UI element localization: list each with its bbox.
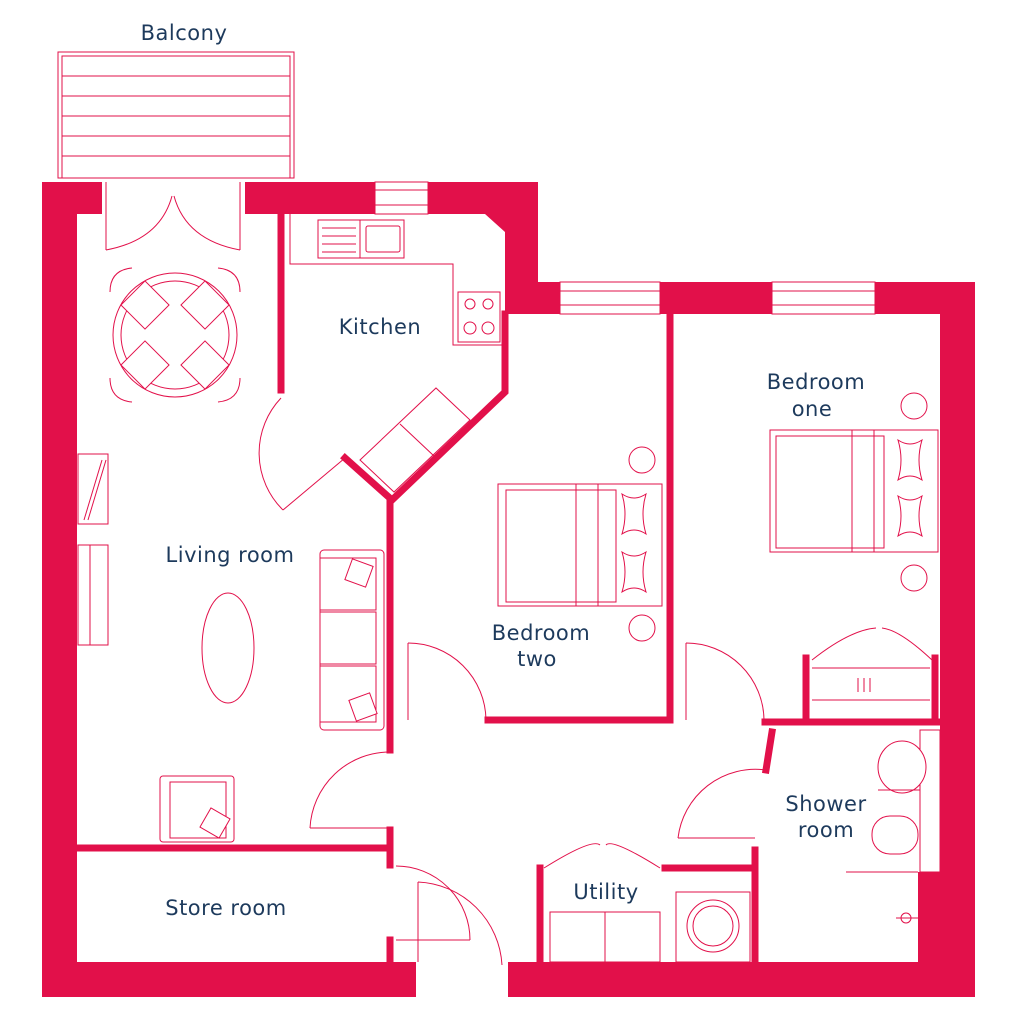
- wall-bottom-left: [42, 962, 416, 997]
- label-living-room: Living room: [166, 543, 295, 567]
- label-balcony: Balcony: [141, 21, 228, 45]
- windows: [374, 181, 876, 315]
- label-bedroom-one-2: one: [792, 397, 833, 421]
- wall-kitchen-corner: [485, 182, 538, 282]
- wall-top-left: [42, 182, 102, 214]
- room-labels: Balcony Kitchen Bedroom one Living room …: [141, 21, 866, 920]
- bed-two: [497, 446, 663, 642]
- hob: [457, 291, 501, 343]
- interior-walls: [73, 210, 944, 966]
- label-utility: Utility: [573, 880, 638, 904]
- label-bedroom-one-1: Bedroom: [767, 370, 865, 394]
- sofa: [319, 549, 385, 731]
- label-shower-room-2: room: [798, 818, 854, 842]
- label-bedroom-two-1: Bedroom: [492, 621, 590, 645]
- wall-top-bed2-left: [505, 282, 560, 314]
- wall-bottom-right: [508, 962, 975, 997]
- wall-top-mid: [660, 282, 772, 314]
- toilet: [871, 815, 919, 855]
- coffee-table: [201, 592, 255, 704]
- label-kitchen: Kitchen: [339, 315, 421, 339]
- doors: [105, 182, 933, 966]
- walls: [42, 182, 975, 997]
- wall-top-kitchen-left: [245, 182, 375, 214]
- label-shower-room-1: Shower: [785, 792, 866, 816]
- dining-set: [109, 267, 241, 403]
- furniture: [77, 214, 941, 963]
- bed-one: [769, 392, 939, 592]
- label-store-room: Store room: [165, 896, 287, 920]
- balcony: [57, 51, 295, 179]
- label-bedroom-two-2: two: [517, 647, 557, 671]
- wall-left: [42, 182, 77, 997]
- washbasin: [877, 740, 927, 794]
- washing-machine: [675, 891, 751, 963]
